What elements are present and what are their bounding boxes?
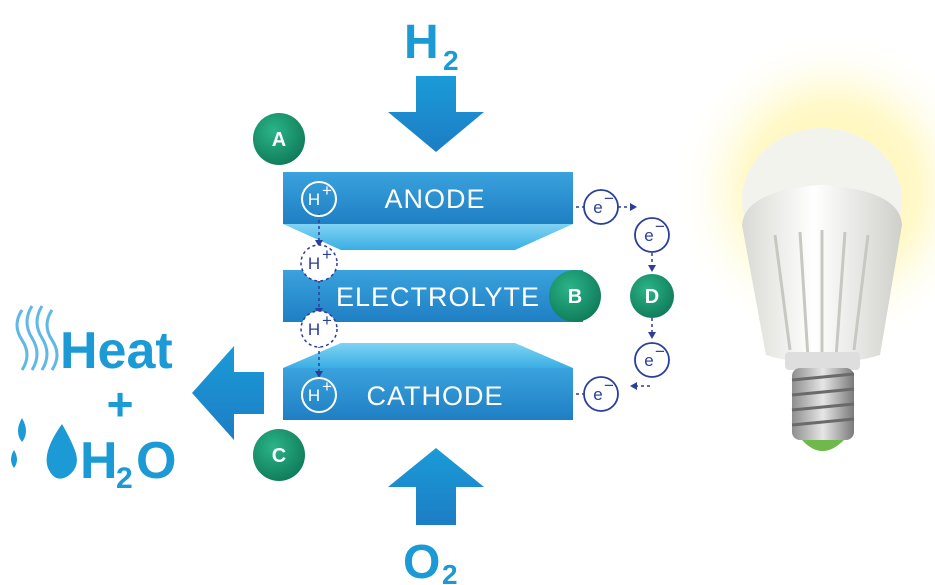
outputs: Heat + H 2 O	[60, 322, 176, 495]
svg-text:e: e	[644, 226, 653, 245]
heat-waves-icon	[15, 305, 59, 371]
svg-text:+: +	[322, 377, 332, 396]
svg-text:−: −	[604, 189, 614, 208]
oxygen-label-sub: 2	[442, 559, 458, 585]
svg-text:e: e	[644, 351, 653, 370]
svg-text:H: H	[308, 190, 320, 209]
oxygen-arrow-icon	[388, 448, 484, 525]
svg-text:A: A	[272, 129, 286, 151]
svg-text:C: C	[272, 445, 286, 467]
output-arrow-icon	[192, 346, 264, 440]
cathode-label: CATHODE	[366, 381, 503, 411]
plus-sign: +	[107, 378, 134, 430]
hydrogen-arrow-icon	[388, 76, 484, 152]
svg-text:e: e	[593, 385, 602, 404]
anode-plate: ANODE	[283, 172, 573, 250]
electron-4: e −	[583, 376, 619, 412]
svg-text:B: B	[568, 286, 582, 308]
hydrogen-label-sub: 2	[443, 45, 459, 76]
marker-d: D	[630, 274, 674, 318]
electrolyte-label: ELECTROLYTE	[336, 282, 540, 312]
electron-1: e −	[583, 189, 619, 225]
svg-text:e: e	[593, 198, 602, 217]
light-bulb-icon	[672, 30, 935, 451]
proton-ion-anode: H +	[301, 181, 337, 217]
electron-circuit	[576, 203, 656, 395]
marker-a: A	[253, 113, 305, 165]
svg-text:H: H	[308, 320, 320, 339]
oxygen-label-base: O	[403, 536, 440, 585]
heat-label: Heat	[60, 322, 173, 380]
electron-2: e −	[634, 217, 670, 253]
water-label-h: H	[80, 432, 118, 490]
hydrogen-input: H 2	[388, 16, 484, 152]
svg-text:+: +	[322, 311, 332, 330]
hydrogen-label-base: H	[404, 16, 439, 69]
proton-ion-between-2: H +	[300, 310, 338, 348]
marker-b: B	[549, 270, 601, 322]
electrolyte-plate: ELECTROLYTE	[283, 270, 583, 322]
svg-text:H: H	[308, 254, 320, 273]
oxygen-input: O 2	[388, 448, 484, 585]
water-drops-icon	[11, 418, 77, 479]
proton-ion-between-1: H +	[300, 244, 338, 282]
anode-label: ANODE	[384, 184, 485, 214]
electron-3: e −	[634, 342, 670, 378]
svg-text:+: +	[322, 181, 332, 200]
proton-ion-cathode: H +	[301, 377, 337, 413]
svg-text:−: −	[655, 342, 665, 361]
svg-text:−: −	[604, 376, 614, 395]
water-label-sub: 2	[116, 462, 133, 495]
svg-text:D: D	[645, 286, 659, 308]
svg-text:+: +	[322, 245, 332, 264]
cathode-plate: CATHODE	[283, 343, 573, 420]
water-label-o: O	[136, 432, 176, 490]
svg-text:H: H	[308, 386, 320, 405]
marker-c: C	[253, 429, 305, 481]
svg-text:−: −	[655, 217, 665, 236]
